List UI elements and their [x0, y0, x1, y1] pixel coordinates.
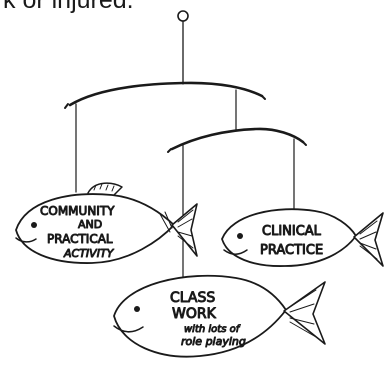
classwork-line-4: role playing	[181, 335, 246, 348]
clinical-line-1: CLINICAL	[262, 224, 322, 239]
classwork-line-3: with lots of	[184, 324, 241, 335]
upper-arm	[68, 81, 264, 107]
community-line-4: ACTIVITY	[63, 247, 115, 260]
fish-classwork: CLASS WORK with lots of role playing	[113, 274, 326, 358]
classwork-line-2: WORK	[172, 306, 217, 322]
hanging-ring	[177, 10, 189, 22]
lower-arm	[170, 127, 305, 151]
community-line-1: COMMUNITY	[40, 204, 115, 218]
cropped-text-line: k or injured.	[3, 0, 134, 14]
community-line-3: PRACTICAL	[47, 232, 113, 246]
fish-clinical: CLINICAL PRACTICE	[221, 208, 384, 267]
fish-community: COMMUNITY AND PRACTICAL ACTIVITY	[15, 182, 198, 264]
community-line-2: AND	[78, 218, 102, 231]
clinical-line-2: PRACTICE	[260, 243, 323, 258]
classwork-line-1: CLASS	[170, 290, 215, 306]
